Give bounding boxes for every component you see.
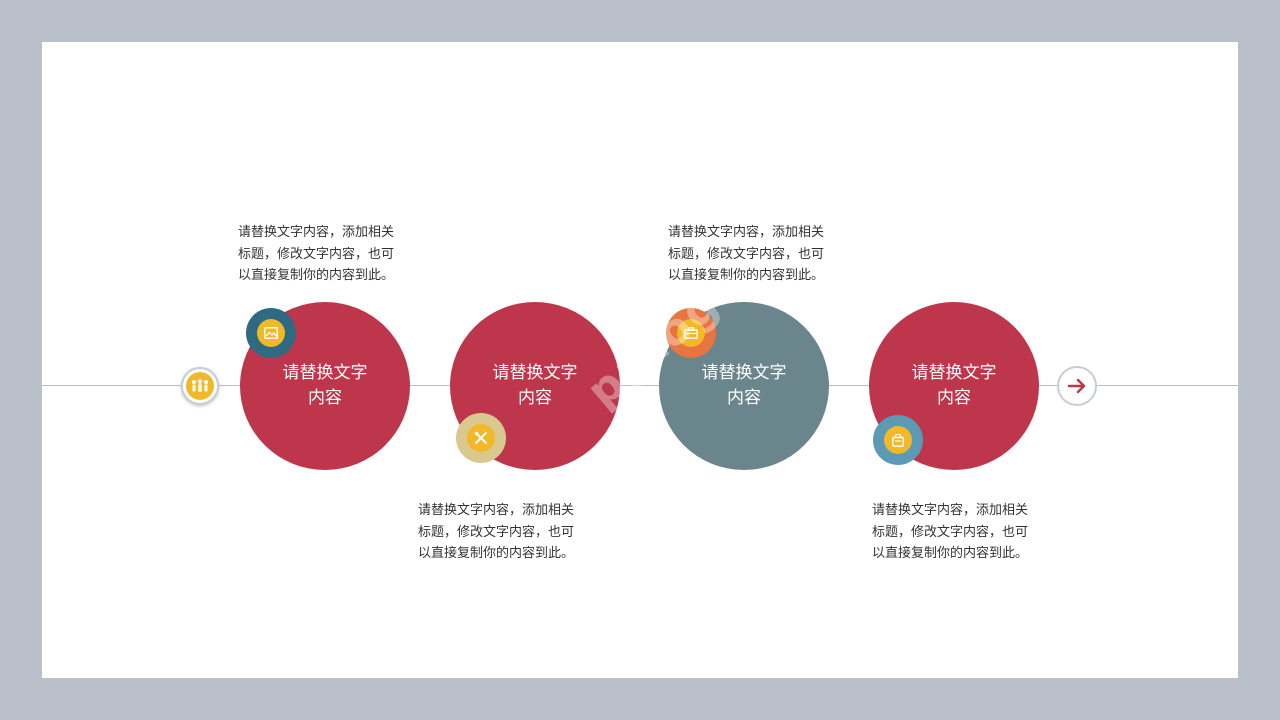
step-2-circle: 请替换文字内容 bbox=[450, 302, 620, 470]
step-2-badge bbox=[456, 413, 506, 463]
step-1-description: 请替换文字内容，添加相关标题，修改文字内容，也可以直接复制你的内容到此。 bbox=[238, 225, 395, 283]
step-1-circle-text: 请替换文字内容 bbox=[282, 363, 368, 408]
step-2-circle-text: 请替换文字内容 bbox=[492, 363, 578, 408]
arrow-right-icon bbox=[1067, 378, 1086, 394]
step-4-circle: 请替换文字内容 bbox=[869, 302, 1039, 470]
people-icon bbox=[192, 379, 208, 392]
slide: 请替换文字内容，添加相关标题，修改文字内容，也可以直接复制你的内容到此。 请替换… bbox=[42, 42, 1238, 678]
step-1-badge bbox=[246, 308, 296, 358]
step-4-description: 请替换文字内容，添加相关标题，修改文字内容，也可以直接复制你的内容到此。 bbox=[872, 503, 1029, 561]
step-2-description: 请替换文字内容，添加相关标题，修改文字内容，也可以直接复制你的内容到此。 bbox=[418, 503, 575, 561]
step-4-circle-text: 请替换文字内容 bbox=[911, 363, 997, 408]
step-3-description: 请替换文字内容，添加相关标题，修改文字内容，也可以直接复制你的内容到此。 bbox=[668, 225, 825, 283]
timeline-end-node[interactable] bbox=[1057, 366, 1097, 406]
step-3-badge bbox=[666, 308, 716, 358]
tools-icon bbox=[474, 431, 487, 444]
timeline-line bbox=[42, 385, 1238, 386]
briefcase-icon bbox=[684, 327, 698, 339]
step-4-badge bbox=[873, 415, 923, 465]
timeline-start-node bbox=[181, 367, 219, 405]
image-icon bbox=[264, 327, 278, 339]
step-3-circle-text: 请替换文字内容 bbox=[701, 363, 787, 408]
shopping-bag-icon bbox=[892, 433, 904, 447]
